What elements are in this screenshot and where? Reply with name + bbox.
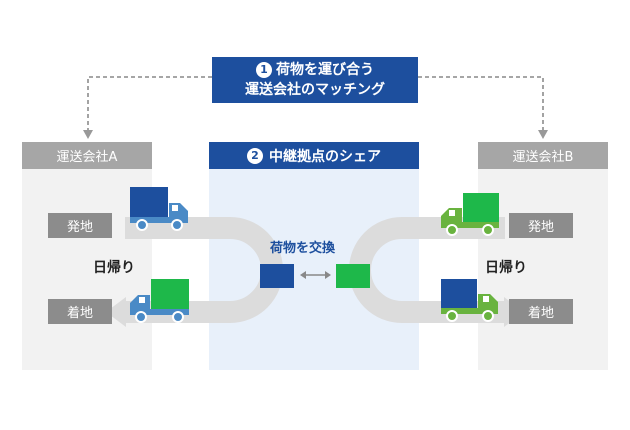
step-2-badge: 2: [247, 147, 263, 164]
company-b-depart-tag: 発地: [509, 213, 573, 238]
company-a-header: 運送会社A: [22, 142, 152, 169]
matching-box: 1 荷物を運び合う 運送会社のマッチング: [212, 57, 418, 103]
company-b-arrive-tag: 着地: [509, 299, 573, 324]
company-a-arrive-tag: 着地: [48, 299, 112, 324]
truck-icon: [130, 279, 189, 323]
truck-icon: [130, 187, 188, 231]
arrow-left-icon: [106, 297, 126, 327]
company-b-day-trip: 日帰り: [485, 260, 527, 276]
exchange-label: 荷物を交換: [270, 241, 336, 256]
company-a-day-trip: 日帰り: [93, 260, 135, 276]
step-1-badge: 1: [256, 62, 272, 78]
matching-connector: [87, 76, 544, 132]
truck-icon: [441, 279, 498, 322]
arrow-down-left-icon: [83, 130, 93, 139]
hub-header: 2 中継拠点のシェア: [209, 142, 419, 169]
company-b-panel: [478, 142, 608, 370]
hub-title: 中継拠点のシェア: [269, 148, 381, 165]
exchange-arrow-icon: [300, 271, 331, 279]
blue-cargo-icon: [260, 264, 294, 288]
arrow-down-right-icon: [538, 130, 548, 139]
truck-icon: [441, 193, 499, 236]
green-cargo-icon: [336, 264, 370, 288]
matching-title-line2: 運送会社のマッチング: [245, 82, 385, 98]
matching-title-line1: 1 荷物を運び合う: [256, 60, 374, 80]
company-a-panel: [22, 142, 152, 370]
hub-panel: [209, 142, 419, 370]
company-a-depart-tag: 発地: [48, 213, 112, 238]
company-b-header: 運送会社B: [478, 142, 608, 169]
